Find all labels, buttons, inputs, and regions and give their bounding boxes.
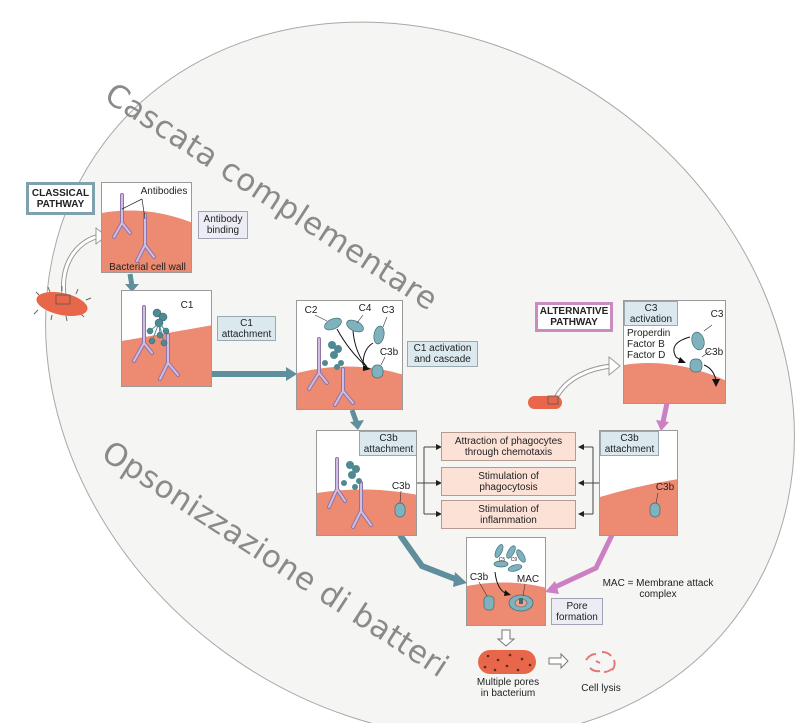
arrowhead-c3b-to-mac [453,572,467,587]
cell-lysis-label: Cell lysis [581,683,621,694]
panel-c3-activation: C3 activation Properdin Factor B Factor … [623,300,726,404]
c3b-attachment-header-left: C3b attachment [359,431,416,456]
arrow-c3-activation-to-c3b [660,402,670,423]
arrow-c3b-to-mac [397,533,460,583]
multiple-pores-label: Multiple pores in bacterium [476,677,540,699]
c3-label: C3 [381,305,395,316]
mac-c3b-label: C3b [469,572,489,583]
bacterium-with-pores [478,650,536,674]
arrowhead-binding-to-c1 [125,284,139,292]
curved-arrowhead-alternative [608,355,621,377]
c1-label: C1 [180,300,194,311]
alternative-pathway-label: ALTERNATIVE PATHWAY [535,302,613,332]
outcome-chemotaxis: Attraction of phagocytes through chemota… [441,432,576,461]
c3b-label: C3b [379,347,399,358]
activation-arrow [673,336,691,362]
cell-wall-label: Bacterial cell wall [109,262,186,273]
c2-label: C2 [304,305,318,316]
mac-c5-label: C5 [498,557,506,563]
c3-activation-header: C3 activation [624,301,678,326]
arrowhead-c3-activation-to-c3b [656,420,669,431]
lysed-cell-fragments [585,651,616,673]
panel-antibody-binding: Antibodies Bacterial cell wall [101,182,192,273]
classical-pathway-label: CLASSICAL PATHWAY [26,182,95,215]
mac-label: MAC [516,574,540,585]
step-antibody-binding: Antibody binding [198,211,248,239]
outcome-phagocytosis: Stimulation of phagocytosis [441,467,576,496]
factors-label: Properdin Factor B Factor D [627,328,671,361]
alt-c3b-label: C3b [704,347,724,358]
step-pore-formation: Pore formation [551,598,603,625]
c4-label: C4 [358,303,372,314]
arrowhead-c1-to-cascade [286,367,297,381]
panel-pore-formation: C3b C5 C9 MAC [466,537,546,626]
alt-c3-label: C3 [710,309,724,320]
panel-c3b-attachment-classical: C3b attachment C3b [316,430,417,536]
panel-c1-activation: C2 C4 C3 C3b [296,300,403,410]
antibodies-label: Antibodies [140,186,188,197]
arrowhead-c3b-to-mac-alt [545,581,559,594]
outcome-inflammation: Stimulation of inflammation [441,500,576,529]
arrow-c3b-to-mac-alt [551,533,615,591]
step-c1-attachment: C1 attachment [217,316,276,341]
arrowhead-cascade-to-c3b [350,420,364,430]
c3b-right-label: C3b [655,482,675,493]
c3b-protein-icon-right [649,502,661,518]
mac-definition: MAC = Membrane attack complex [602,578,714,600]
c3b-attachment-header-right: C3b attachment [600,431,659,456]
mac-c9-label: C9 [510,557,518,563]
mac-pore-icon [508,594,534,612]
c3b-left-label: C3b [391,481,411,492]
classical-pathway-arrows [125,273,467,587]
bacterium-classical [33,286,92,322]
outcome-connectors [416,444,600,517]
c3b-protein-icon [394,502,406,518]
right-arrow-to-lysis [548,652,569,670]
panel-c1-attachment: C1 [121,290,212,387]
step-c1-activation-cascade: C1 activation and cascade [407,341,478,367]
bacterium-alternative [528,395,562,409]
down-arrow-to-pores [496,629,516,647]
complement-protein-icons [324,317,385,379]
panel-c3b-attachment-alternative: C3b attachment C3b [599,430,678,536]
alternative-pathway-arrows [545,402,670,594]
